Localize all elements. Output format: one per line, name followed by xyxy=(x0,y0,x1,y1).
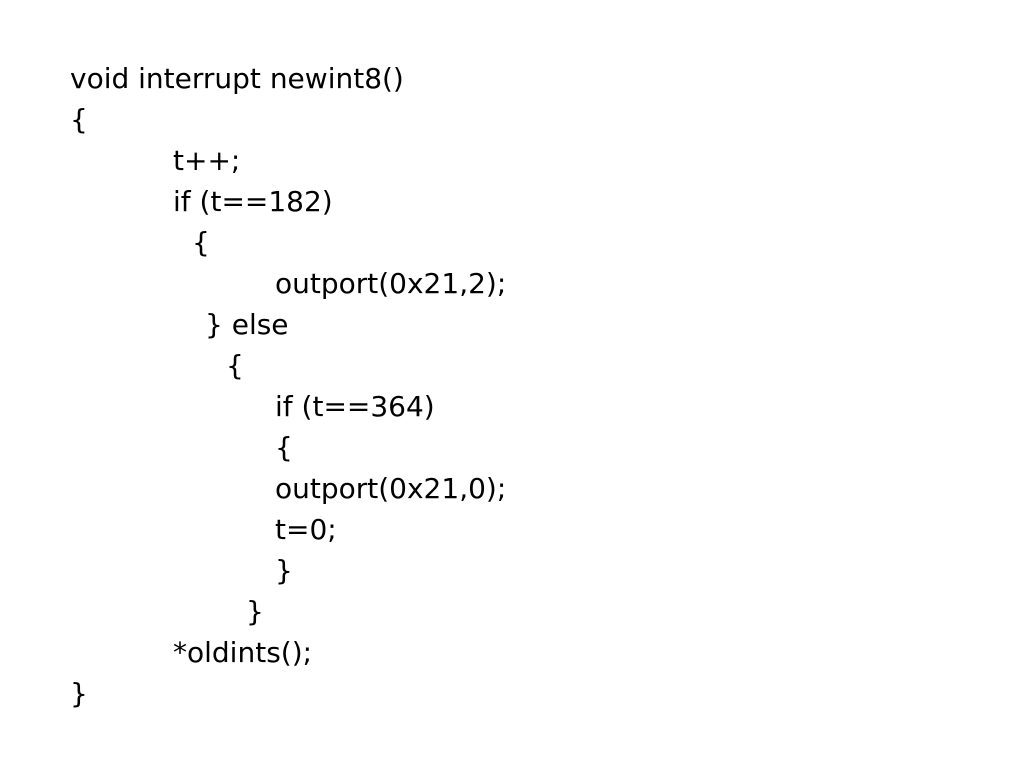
code-line-open-brace: { xyxy=(226,349,244,382)
code-line-oldints-call: *oldints(); xyxy=(173,636,313,669)
code-line-close-brace: } xyxy=(275,554,293,587)
code-line-close-brace: } xyxy=(70,677,88,710)
code-line-if-364: if (t==364) xyxy=(275,390,435,423)
code-line-open-brace: { xyxy=(70,103,88,136)
code-line-increment: t++; xyxy=(173,144,241,177)
code-line-else: } else xyxy=(205,308,289,341)
code-line-if-182: if (t==182) xyxy=(173,185,333,218)
code-line-outport-2: outport(0x21,2); xyxy=(275,267,507,300)
code-line-reset: t=0; xyxy=(275,513,337,546)
code-line-open-brace: { xyxy=(192,226,210,259)
code-line-outport-0: outport(0x21,0); xyxy=(275,472,507,505)
code-line-close-brace: } xyxy=(246,595,264,628)
code-line-open-brace: { xyxy=(275,431,293,464)
code-line-function-signature: void interrupt newint8() xyxy=(70,62,404,95)
